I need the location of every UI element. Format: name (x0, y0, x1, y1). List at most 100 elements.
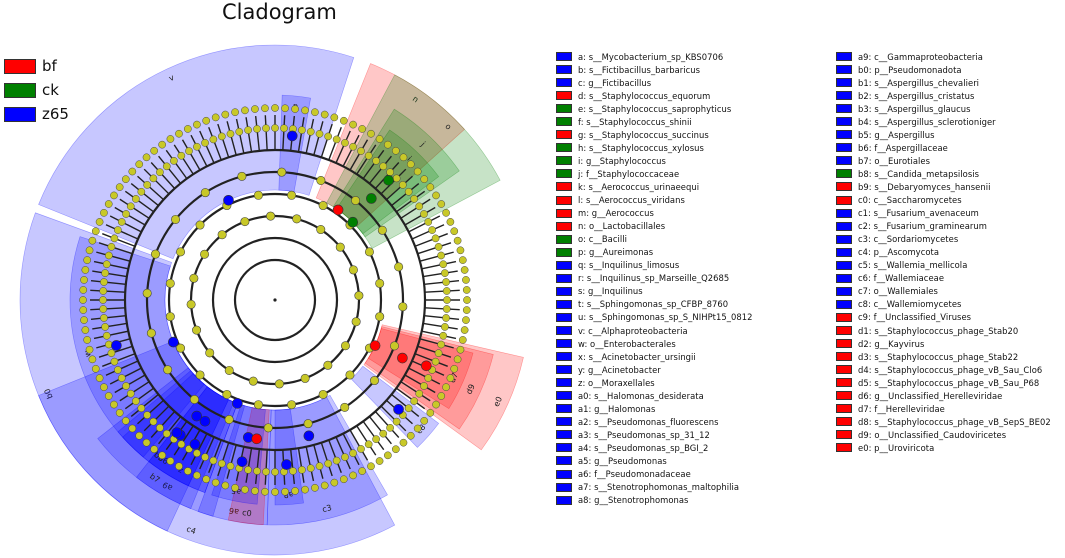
tree-node (431, 357, 440, 366)
taxa-legend-item: d2: g__Kayvirus (836, 337, 1051, 350)
tree-branch (414, 233, 448, 247)
tree-node (458, 256, 467, 264)
taxa-swatch-z65 (556, 482, 572, 492)
taxa-legend-item: b2: s__Aspergillus_cristatus (836, 89, 1051, 102)
tree-node (99, 296, 107, 304)
tree-node (320, 481, 329, 490)
taxa-swatch-z65 (556, 430, 572, 440)
tree-node (151, 249, 161, 259)
taxa-swatch-z65 (836, 117, 852, 127)
taxa-label: k: s__Aerococcus_urinaeequi (578, 181, 700, 192)
taxa-legend-item: o: c__Bacilli (556, 233, 753, 246)
taxa-swatch-bf (836, 391, 852, 401)
taxa-swatch-bf (836, 326, 852, 335)
tree-node (415, 202, 424, 211)
tree-branch (313, 121, 324, 156)
taxa-label: i: g__Staphylococcus (578, 155, 666, 166)
tree-branch (150, 411, 176, 438)
taxa-swatch-bf (556, 208, 572, 218)
tree-node (105, 251, 113, 260)
tree-node (195, 370, 205, 380)
tree-branch (320, 442, 333, 477)
tree-branch (289, 449, 296, 485)
biomarker-node-p (286, 130, 298, 142)
tree-branch (208, 439, 222, 473)
tree-node (375, 135, 384, 143)
group-swatch-bf (4, 58, 36, 74)
tree-branch (105, 360, 139, 376)
tree-node (406, 431, 415, 440)
tree-branch (217, 442, 230, 477)
tree-node (166, 457, 175, 465)
tree-node (226, 130, 235, 138)
tree-node (300, 373, 310, 383)
taxa-swatch-ck (556, 169, 572, 179)
taxa-swatch-z65 (556, 495, 572, 505)
taxa-label: t: s__Sphingomonas_sp_CFBP_8760 (578, 299, 729, 310)
taxa-label: c9: f__Unclassified_Viruses (858, 312, 972, 323)
tree-node (348, 265, 358, 275)
tree-node (462, 306, 471, 314)
clade-label-d9: d9 (464, 383, 476, 396)
tree-node (341, 139, 349, 147)
taxa-swatch-bf (836, 430, 852, 440)
taxa-label: b6: f__Aspergillaceae (858, 142, 948, 153)
tree-node (324, 132, 333, 141)
tree-branch (124, 387, 155, 410)
tree-node (262, 467, 270, 476)
tree-node (185, 147, 193, 155)
tree-branch (119, 198, 150, 219)
tree-node (135, 160, 144, 169)
taxa-swatch-ck (556, 247, 572, 257)
tree-branch (424, 289, 460, 293)
tree-node (183, 467, 192, 475)
taxa-swatch-bf (836, 339, 852, 349)
tree-node (413, 167, 422, 176)
group-label-z65: z65 (42, 105, 69, 123)
tree-node (128, 424, 137, 433)
tree-node (375, 312, 385, 322)
tree-node (450, 227, 459, 236)
taxa-swatch-bf (556, 91, 572, 101)
tree-node (415, 389, 424, 398)
taxa-legend-item: j: f__Staphylococcaceae (556, 167, 753, 180)
taxa-swatch-bf (836, 195, 852, 205)
tree-node (287, 400, 297, 410)
clade-sector-v (38, 44, 355, 260)
taxa-label: d: s__Staphylococcus_equorum (578, 90, 711, 101)
tree-branch (356, 425, 377, 456)
taxa-swatch-z65 (836, 104, 852, 114)
tree-branch (328, 439, 342, 473)
tree-node (253, 190, 263, 200)
taxa-legend-item: c3: c__Sordariomycetes (836, 233, 1051, 246)
taxa-label: b7: o__Eurotiales (858, 155, 931, 166)
clade-label-a6: a6 (228, 506, 240, 517)
taxa-legend-item: v: c__Alphaproteobacteria (556, 324, 753, 337)
tree-node (117, 218, 126, 226)
taxa-legend-item: b6: f__Aspergillaceae (836, 141, 1051, 154)
tree-branch (414, 353, 448, 367)
tree-node (384, 451, 392, 460)
tree-node (462, 286, 471, 294)
tree-node (349, 142, 357, 151)
taxa-swatch-z65 (556, 299, 572, 309)
tree-branch (102, 353, 136, 367)
tree-branch (245, 117, 253, 152)
taxa-swatch-z65 (556, 378, 572, 388)
taxa-label: c3: c__Sordariomycetes (858, 234, 959, 245)
tree-level-ring (211, 236, 339, 364)
tree-node (200, 249, 210, 259)
tree-node (456, 246, 465, 255)
taxa-swatch-z65 (836, 65, 852, 75)
taxa-legend-item: y: g__Acinetobacter (556, 363, 753, 376)
taxa-label: p: g__Aureimonas (578, 247, 654, 258)
biomarker-node-b5 (171, 427, 183, 438)
tree-node (224, 365, 234, 375)
taxa-legend-item: g: s__Staphylococcus_succinus (556, 128, 753, 141)
tree-branch (124, 190, 155, 213)
biomarker-node-d9 (397, 352, 408, 364)
taxa-legend-item: a2: s__Pseudomonas_fluorescens (556, 415, 753, 428)
tree-node (424, 218, 433, 226)
tree-branch (254, 449, 261, 485)
